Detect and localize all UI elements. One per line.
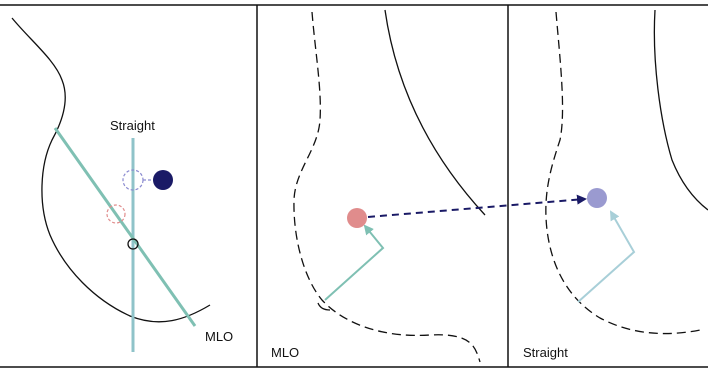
straight-axis-label: Straight: [110, 118, 155, 133]
panel-mlo-view: MLO: [271, 9, 486, 363]
projection-arrow: [367, 194, 587, 218]
mlo-axis-label: MLO: [205, 329, 233, 344]
lesion-marker-navy: [153, 170, 173, 190]
lesion-marker-straight: [587, 188, 607, 208]
straight-view-label: Straight: [523, 345, 568, 360]
panel-overview: Straight MLO: [11, 17, 233, 352]
breast-outline-mlo: [293, 11, 481, 363]
breast-outline-straight: [545, 11, 701, 335]
panel-straight-view: Straight: [523, 9, 708, 360]
nipple-marker: [127, 238, 139, 250]
red-projection-marker: [106, 204, 126, 224]
straight-arrow: [577, 210, 636, 303]
skin-fold-mlo: [317, 302, 331, 311]
panel-frame: [0, 4, 708, 368]
lesion-marker-mlo: [347, 208, 367, 228]
chest-wall-line-mlo: [384, 9, 486, 216]
mlo-arrow: [324, 224, 385, 301]
mlo-view-label: MLO: [271, 345, 299, 360]
chest-wall-line-straight: [653, 9, 708, 211]
mlo-axis: [53, 127, 197, 327]
breast-outline-overview: [11, 17, 211, 323]
